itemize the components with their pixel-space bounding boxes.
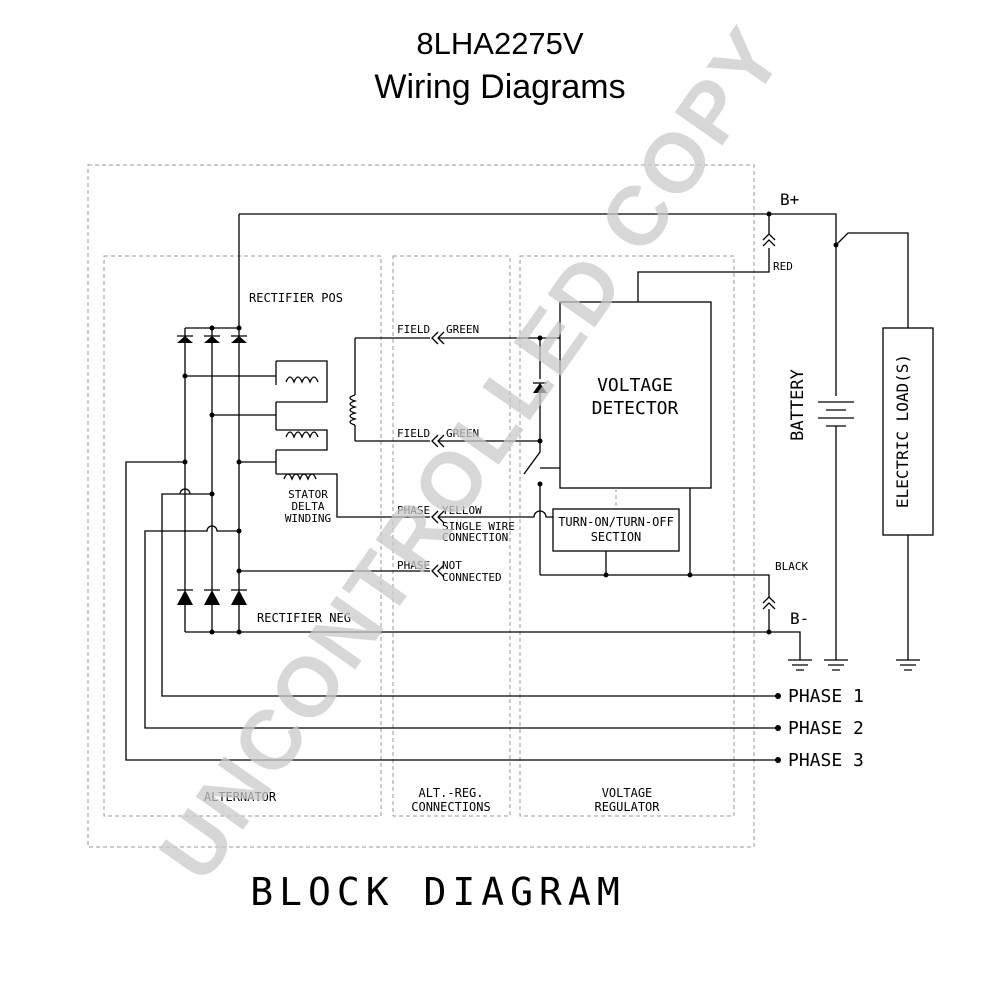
field-coil — [349, 331, 540, 448]
voltage-regulator-label-1: VOLTAGE — [602, 786, 653, 800]
model-title: 8LHA2275V — [416, 26, 584, 61]
rectifier-bridge-wiring — [182, 343, 242, 632]
phase-output-lines — [125, 461, 781, 763]
b-minus-label: B- — [790, 609, 809, 628]
stator-label-1: STATOR — [288, 488, 328, 501]
voltage-detector-label-2: DETECTOR — [592, 398, 679, 419]
voltage-regulator-box — [519, 255, 735, 817]
voltage-detector-box — [559, 301, 712, 489]
alt-reg-label-2: CONNECTIONS — [411, 800, 490, 814]
ground-icon — [788, 659, 920, 671]
black-wire — [540, 572, 776, 635]
rectifier-neg-diodes — [177, 589, 801, 660]
alt-reg-label-1: ALT.-REG. — [418, 786, 483, 800]
phase1-label: PHASE 1 — [788, 686, 864, 707]
connected-label: CONNECTED — [442, 571, 502, 584]
alt-reg-box — [392, 255, 511, 817]
phase2-label: PHASE 2 — [788, 718, 864, 739]
black-label: BLACK — [775, 560, 808, 573]
phase3-label: PHASE 3 — [788, 750, 864, 771]
b-plus-label: B+ — [780, 190, 799, 209]
turn-on-off-box — [552, 508, 680, 552]
stator-delta-winding — [185, 360, 430, 518]
green-label-bottom: GREEN — [446, 427, 479, 440]
electric-load-label: ELECTRIC LOAD(S) — [893, 354, 912, 508]
field-label-bottom: FIELD — [397, 427, 430, 440]
red-connector — [762, 214, 776, 247]
single-wire-label-1: SINGLE WIRE — [442, 520, 515, 533]
alternator-label: ALTERNATOR — [204, 790, 277, 804]
red-label: RED — [773, 260, 793, 273]
phase-yellow-label: PHASE — [397, 504, 430, 517]
phase-yellow-wire — [431, 510, 553, 524]
phase-nc-label: PHASE — [397, 559, 430, 572]
battery-label: BATTERY — [788, 369, 808, 441]
rectifier-pos-label: RECTIFIER POS — [249, 291, 343, 305]
phase-not-connected-wire — [239, 564, 445, 578]
green-label-top: GREEN — [446, 323, 479, 336]
stator-label-2: DELTA — [291, 500, 324, 513]
battery-symbol — [818, 396, 854, 427]
field-diode-switch — [523, 335, 560, 575]
rectifier-neg-label: RECTIFIER NEG — [257, 611, 351, 625]
turn-on-label-2: SECTION — [591, 530, 642, 544]
voltage-regulator-label-2: REGULATOR — [594, 800, 660, 814]
block-diagram-title: BLOCK DIAGRAM — [250, 870, 625, 914]
block-diagram-outer-box — [87, 164, 755, 848]
yellow-label: YELLOW — [442, 504, 482, 517]
single-wire-label-2: CONNECTION — [442, 531, 508, 544]
turn-on-label-1: TURN-ON/TURN-OFF — [558, 515, 674, 529]
field-label-top: FIELD — [397, 323, 430, 336]
uncontrolled-copy-watermark: UNCONTROLLED COPY — [141, 10, 801, 897]
stator-label-3: WINDING — [285, 512, 331, 525]
red-wire — [637, 248, 770, 302]
voltage-detector-label-1: VOLTAGE — [597, 375, 673, 396]
page-subtitle: Wiring Diagrams — [374, 68, 626, 106]
rectifier-pos-diodes — [177, 325, 247, 343]
alternator-box — [103, 255, 382, 817]
not-label: NOT — [442, 559, 462, 572]
